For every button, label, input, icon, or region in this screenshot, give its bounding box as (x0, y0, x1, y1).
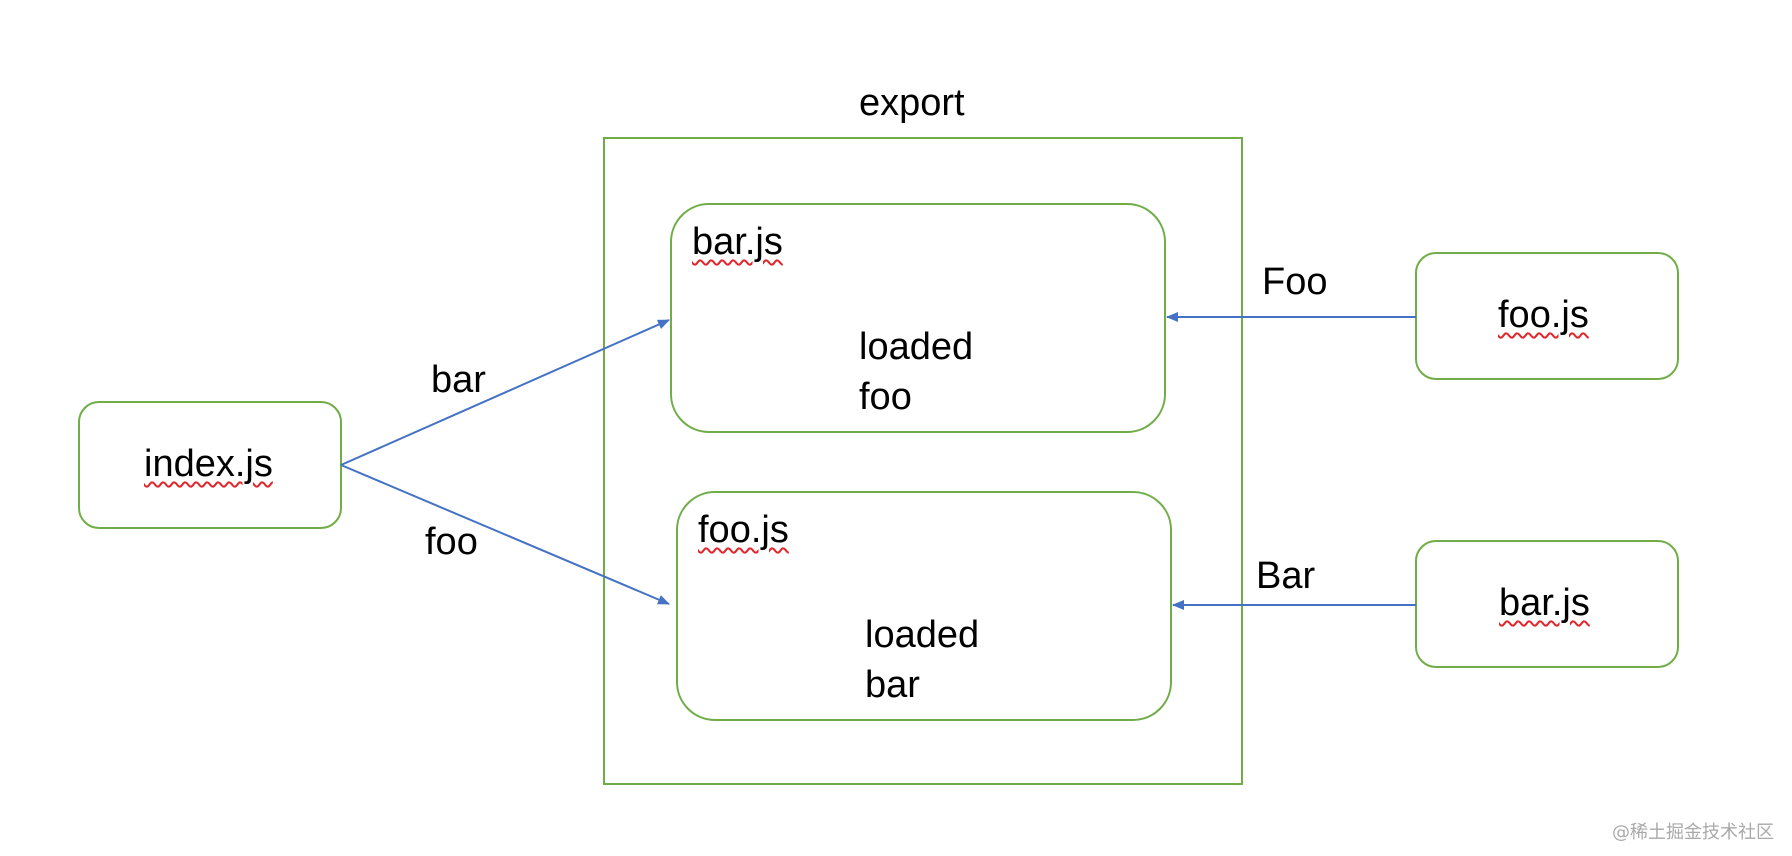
bar-source-title: bar.js (1499, 582, 1590, 624)
foo-module-line1: loaded (865, 614, 980, 656)
edge-label-foo: foo (425, 521, 478, 563)
watermark-text: @稀土掘金技术社区 (1612, 822, 1774, 843)
bar-module-line2: foo (859, 376, 912, 418)
foo-module-line2: bar (865, 664, 920, 706)
edge-label-bar: bar (431, 359, 486, 401)
edge-label-Bar: Bar (1256, 555, 1316, 597)
arrow-index-to-bar (340, 319, 670, 466)
edge-label-Foo: Foo (1262, 261, 1328, 303)
foo-module-title: foo.js (698, 509, 789, 551)
foo-module-box (676, 491, 1172, 721)
bar-module-title: bar.js (692, 221, 783, 263)
index-module-title: index.js (144, 443, 273, 485)
export-title: export (859, 82, 965, 124)
export-container-box (603, 137, 1243, 785)
bar-module-box (670, 203, 1166, 433)
bar-module-line1: loaded (859, 326, 974, 368)
arrow-index-to-foo (340, 464, 670, 605)
foo-source-title: foo.js (1498, 294, 1589, 336)
